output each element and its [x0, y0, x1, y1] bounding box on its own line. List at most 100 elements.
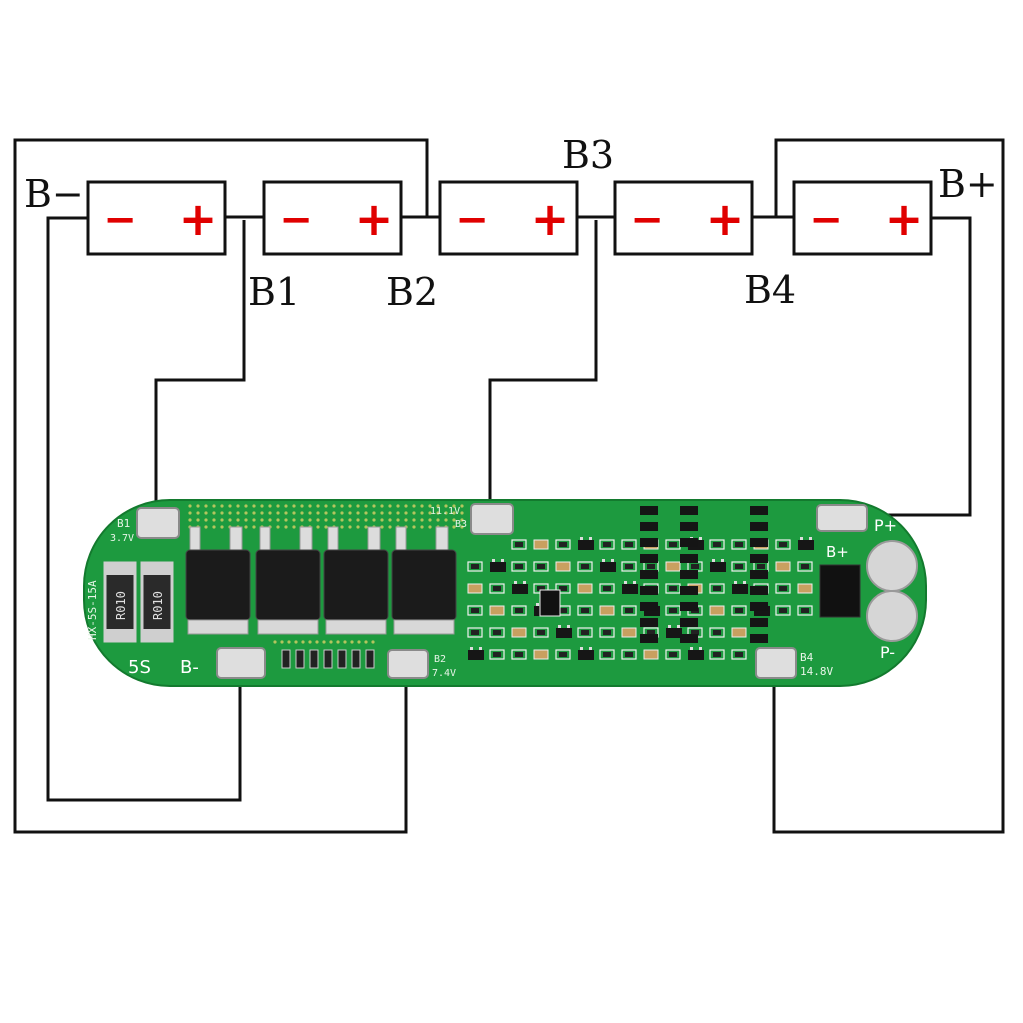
- smd-capacitor: [643, 649, 659, 660]
- smd-footprint: [467, 561, 483, 572]
- smd-resistor: [669, 652, 677, 657]
- smd-footprint: [797, 605, 813, 616]
- smd-footprint: [621, 649, 637, 660]
- cell-body: [613, 180, 754, 256]
- via: [371, 640, 375, 644]
- via: [284, 525, 288, 529]
- smd-resistor: [537, 586, 545, 591]
- via: [244, 525, 248, 529]
- via: [396, 511, 400, 515]
- via: [244, 511, 248, 515]
- via: [252, 518, 256, 522]
- smd-transistor: [640, 506, 658, 515]
- smd-footprint: [665, 649, 681, 660]
- resistor-1: [103, 561, 137, 643]
- smd-resistor: [515, 542, 523, 547]
- smd-resistor: [515, 608, 523, 613]
- via: [452, 504, 456, 508]
- via: [420, 511, 424, 515]
- via: [388, 525, 392, 529]
- silk-b-minus: B-: [180, 657, 199, 678]
- via: [444, 511, 448, 515]
- smd-capacitor: [731, 627, 747, 638]
- via: [436, 504, 440, 508]
- smd-pin: [800, 537, 803, 540]
- smd-transistor: [750, 538, 768, 547]
- smd-transistor: [468, 650, 484, 660]
- smd-resistor: [351, 649, 361, 669]
- smd-footprint: [511, 649, 527, 660]
- via: [372, 518, 376, 522]
- smd-resistor: [735, 608, 743, 613]
- smd-pin: [558, 625, 561, 628]
- smd-pin: [580, 537, 583, 540]
- via: [388, 511, 392, 515]
- smd-footprint: [489, 583, 505, 594]
- via: [356, 511, 360, 515]
- via: [332, 504, 336, 508]
- smd-pin: [523, 581, 526, 584]
- smd-capacitor: [621, 627, 637, 638]
- smd-resistor: [295, 649, 305, 669]
- via: [228, 518, 232, 522]
- via: [212, 525, 216, 529]
- smd-pin: [589, 647, 592, 650]
- mosfet-tab: [327, 526, 339, 554]
- via: [364, 640, 368, 644]
- pad-b-minus: [216, 647, 266, 679]
- via: [436, 518, 440, 522]
- smd-footprint: [709, 539, 725, 550]
- via: [308, 518, 312, 522]
- via: [292, 518, 296, 522]
- smd-footprint: [489, 649, 505, 660]
- label-b3: B3: [562, 133, 614, 177]
- resistor-2-cap-top: [142, 563, 172, 575]
- via: [204, 511, 208, 515]
- smd-resistor: [471, 630, 479, 635]
- via: [348, 525, 352, 529]
- smd-transistor: [556, 628, 572, 638]
- via: [276, 504, 280, 508]
- via: [284, 518, 288, 522]
- smd-resistor: [559, 542, 567, 547]
- via: [300, 511, 304, 515]
- via: [428, 504, 432, 508]
- smd-resistor: [647, 564, 655, 569]
- via: [412, 511, 416, 515]
- smd-capacitor: [467, 583, 483, 594]
- bms-pcb: R010 R010 B1 3.7V: [83, 499, 927, 687]
- smd-transistor: [666, 628, 682, 638]
- via: [396, 518, 400, 522]
- silk-b1-voltage: 3.7V: [110, 533, 134, 544]
- via: [204, 504, 208, 508]
- label-b-minus: B−: [24, 172, 84, 216]
- smd-pin: [567, 625, 570, 628]
- smd-footprint: [577, 605, 593, 616]
- smd-footprint: [555, 649, 571, 660]
- smd-resistor: [559, 586, 567, 591]
- cell-body: [262, 180, 403, 256]
- via: [329, 640, 333, 644]
- smd-transistor: [680, 586, 698, 595]
- smd-pin: [492, 559, 495, 562]
- cell-3: −+: [438, 180, 579, 256]
- smd-pin: [677, 625, 680, 628]
- silkscreen: B1 3.7V 11.1V B3 HX-5S-15A 5S B- B2 7.4V…: [86, 506, 897, 679]
- via: [228, 511, 232, 515]
- pad-b-plus: [816, 504, 868, 532]
- via: [336, 640, 340, 644]
- smd-transistor: [640, 586, 658, 595]
- resistor-1-cap-top: [105, 563, 135, 575]
- mosfet-drain-pad: [187, 619, 249, 635]
- via: [356, 504, 360, 508]
- via: [268, 518, 272, 522]
- silk-b2-voltage: 7.4V: [432, 668, 456, 679]
- smd-transistor: [750, 522, 768, 531]
- smd-pin: [712, 559, 715, 562]
- smd-capacitor: [709, 605, 725, 616]
- mosfet-body: [185, 549, 251, 621]
- via: [436, 511, 440, 515]
- smd-resistor: [625, 542, 633, 547]
- wire-pads: [136, 503, 868, 679]
- pad-b3: [470, 503, 514, 535]
